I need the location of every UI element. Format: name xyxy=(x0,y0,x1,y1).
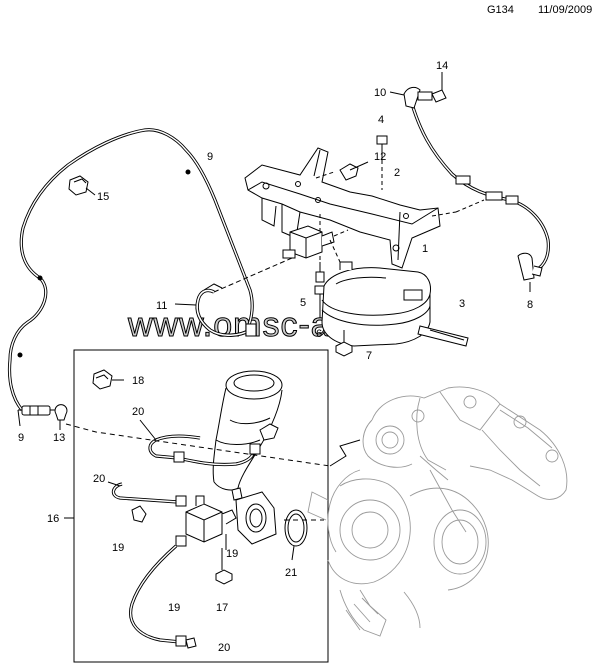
callout-1: 1 xyxy=(422,243,428,255)
o-ring-21 xyxy=(284,509,308,561)
diagram-date: 11/09/2009 xyxy=(538,4,593,16)
callout-12: 12 xyxy=(374,151,386,163)
callout-6: 6 xyxy=(316,328,322,340)
callout-9-lower: 9 xyxy=(18,432,24,444)
bolt-12 xyxy=(315,161,369,181)
turbo-flange xyxy=(235,491,277,545)
bolt-17 xyxy=(215,548,233,585)
solenoid-valve-upper xyxy=(282,225,349,259)
resonator-canister xyxy=(321,239,431,347)
callout-20-upper: 20 xyxy=(132,406,144,418)
callout-18: 18 xyxy=(132,375,144,387)
callout-19-right: 19 xyxy=(226,548,238,560)
thin-hose-19-lower xyxy=(129,544,197,649)
mounting-bracket xyxy=(244,147,441,269)
callout-11: 11 xyxy=(156,300,167,312)
callout-13: 13 xyxy=(53,432,65,444)
callout-19-lower: 19 xyxy=(168,602,180,614)
callout-20-middle: 20 xyxy=(93,473,105,485)
callout-20-lower: 20 xyxy=(218,642,230,654)
callout-3: 3 xyxy=(459,298,465,310)
turbocharger-assembly xyxy=(307,386,568,637)
vacuum-hose-long xyxy=(7,128,254,430)
hose-clip-18 xyxy=(92,369,124,390)
nut-7 xyxy=(335,330,353,357)
foam-strip-3 xyxy=(417,325,469,347)
detail-box-16 xyxy=(64,349,329,663)
callout-4: 4 xyxy=(378,114,384,126)
callout-19-left: 19 xyxy=(112,542,124,554)
callout-5: 5 xyxy=(300,297,306,309)
callout-9-upper: 9 xyxy=(207,151,213,163)
hose-clip-15 xyxy=(68,175,89,196)
thin-hose-20-middle xyxy=(111,482,187,523)
hose-11 xyxy=(195,283,257,337)
callout-21: 21 xyxy=(285,567,297,579)
callout-labels: 1 2 3 4 5 6 7 8 9 9 10 11 12 13 14 15 16… xyxy=(18,60,533,654)
callout-7: 7 xyxy=(366,350,372,362)
vacuum-hose-upper-right xyxy=(403,86,550,281)
callout-17: 17 xyxy=(216,602,228,614)
thin-hose-20-upper xyxy=(148,434,261,467)
callout-14: 14 xyxy=(436,60,448,72)
callout-15: 15 xyxy=(97,191,109,203)
callout-10: 10 xyxy=(374,87,386,99)
callout-2: 2 xyxy=(394,167,400,179)
callout-8: 8 xyxy=(527,299,533,311)
diagram-code: G134 xyxy=(487,4,514,16)
bolt-4 xyxy=(376,135,388,190)
solenoid-valve-lower xyxy=(175,487,243,550)
intake-pipe xyxy=(212,370,283,491)
callout-16: 16 xyxy=(47,513,59,525)
